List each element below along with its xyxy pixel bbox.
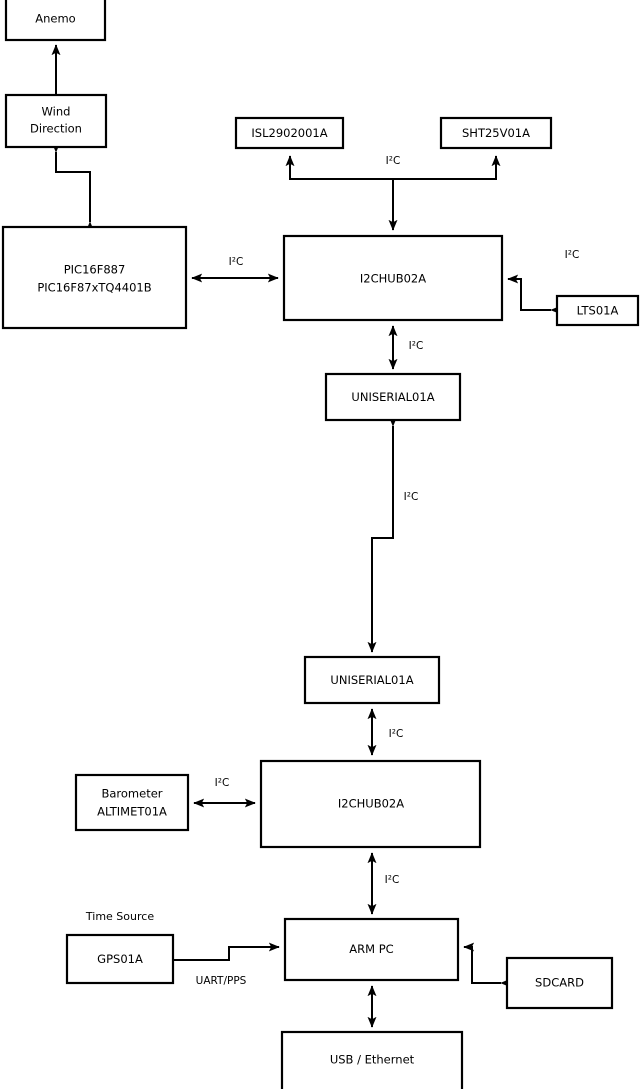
connection-armpc-sdcard <box>463 942 512 988</box>
node-uniserial01a-bottom[interactable]: UNISERIAL01A <box>303 655 441 705</box>
connection-pic-hub-top: I²C <box>191 256 279 283</box>
connection-barometer-hub-bottom: I²C <box>193 777 256 808</box>
node-label-anemo: Anemo <box>35 12 75 26</box>
node-label-barometer-line1: Barometer <box>101 787 162 801</box>
node-lts01a[interactable]: LTS01A <box>555 294 640 327</box>
node-label-pic-line1: PIC16F887 <box>64 263 126 277</box>
edge-label-hub-sensors: I²C <box>386 155 401 167</box>
node-label-lts01a: LTS01A <box>577 304 619 318</box>
edge-label-barometer-hub: I²C <box>215 777 230 789</box>
label-time-source: Time Source <box>85 910 154 923</box>
node-pic-mcu[interactable]: PIC16F887 PIC16F87xTQ4401B <box>1 225 188 330</box>
connection-hub-top-uniserial-top: I²C <box>388 325 424 370</box>
node-sdcard[interactable]: SDCARD <box>505 956 614 1010</box>
edge-label-uniserial-link: I²C <box>404 491 419 503</box>
node-label-i2chub02a-bottom: I2CHUB02A <box>338 797 404 811</box>
node-isl2902001a[interactable]: ISL2902001A <box>234 116 345 150</box>
node-arm-pc[interactable]: ARM PC <box>283 917 460 982</box>
connection-uniserial-top-bottom: I²C <box>367 415 419 653</box>
node-label-i2chub02a-top: I2CHUB02A <box>360 272 426 286</box>
node-label-sht25v01a: SHT25V01A <box>462 126 530 140</box>
node-wind-direction[interactable]: Wind Direction <box>4 93 108 149</box>
edge-label-gps-armpc: UART/PPS <box>196 975 247 987</box>
node-label-barometer-line2: ALTIMET01A <box>97 805 167 819</box>
node-label-pic-line2: PIC16F87xTQ4401B <box>37 281 151 295</box>
node-usb-ethernet[interactable]: USB / Ethernet <box>280 1030 464 1089</box>
node-barometer-altimet01a[interactable]: Barometer ALTIMET01A <box>74 773 190 832</box>
node-label-sdcard: SDCARD <box>535 976 584 990</box>
node-label-wind-direction-line1: Wind <box>42 105 71 119</box>
connection-hub-top-lts: I²C <box>507 249 580 315</box>
connection-hub-bottom-armpc: I²C <box>367 852 400 915</box>
node-label-wind-direction-line2: Direction <box>30 122 82 136</box>
connection-wind-pic <box>51 141 95 233</box>
node-i2chub02a-bottom[interactable]: I2CHUB02A <box>259 759 482 849</box>
edge-label-hub-armpc: I²C <box>385 874 400 886</box>
edge-label-pic-hub: I²C <box>229 256 244 268</box>
node-sht25v01a[interactable]: SHT25V01A <box>439 116 553 150</box>
connection-uniserial-bottom-hub-bottom: I²C <box>367 708 404 756</box>
node-label-uniserial01a-top: UNISERIAL01A <box>351 390 434 404</box>
node-label-uniserial01a-bottom: UNISERIAL01A <box>330 673 413 687</box>
node-label-usb-ethernet: USB / Ethernet <box>330 1053 415 1067</box>
node-label-arm-pc: ARM PC <box>349 942 393 956</box>
edge-label-hub-uniserial: I²C <box>409 340 424 352</box>
node-gps01a[interactable]: GPS01A <box>65 933 175 985</box>
node-i2chub02a-top[interactable]: I2CHUB02A <box>282 234 504 322</box>
connection-hub-top-sensors: I²C <box>285 155 501 231</box>
edge-label-hub-lts: I²C <box>565 249 580 261</box>
node-label-gps01a: GPS01A <box>97 952 143 966</box>
node-uniserial01a-top[interactable]: UNISERIAL01A <box>324 372 462 422</box>
node-label-isl2902001a: ISL2902001A <box>251 126 327 140</box>
edge-label-uniserial-hub-bottom: I²C <box>389 728 404 740</box>
node-anemo[interactable]: Anemo <box>4 0 107 42</box>
connection-gps-armpc: UART/PPS <box>173 942 280 987</box>
